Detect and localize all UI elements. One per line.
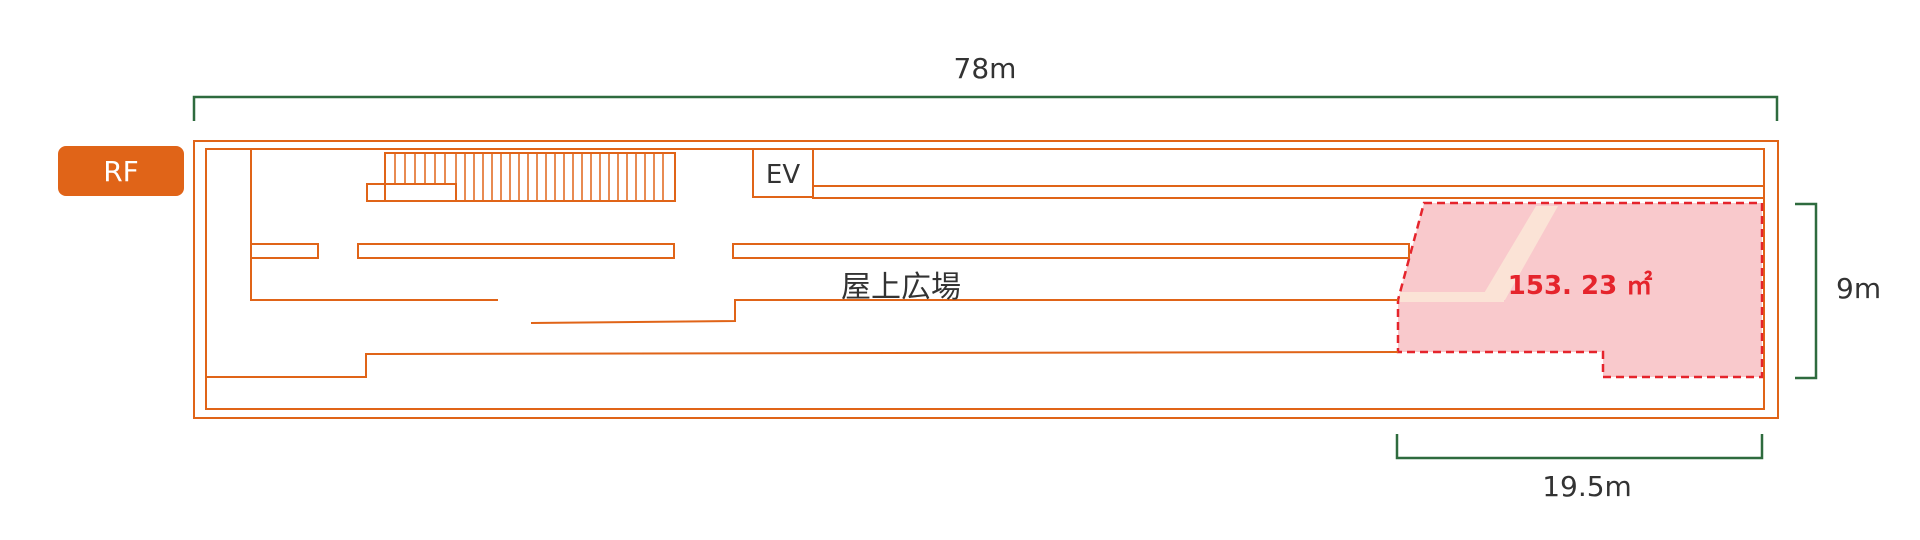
floor-badge: RF	[58, 146, 184, 196]
rooftop-plaza-label: 屋上広場	[841, 270, 961, 305]
elevator-box	[752, 148, 814, 198]
stairs	[384, 152, 676, 202]
area-width-label: 19.5m	[1542, 470, 1632, 503]
highlighted-area	[1396, 201, 1764, 379]
stair-landing	[366, 183, 457, 202]
total-width-label: 78m	[954, 52, 1017, 85]
highlighted-area-light-path	[1400, 292, 1504, 302]
building-outline	[193, 140, 1779, 419]
area-width-dimension	[1395, 434, 1764, 460]
depth-label: 9m	[1836, 272, 1881, 305]
elevator-label: EV	[766, 160, 800, 190]
area-value-label: 153. 23 ㎡	[1508, 270, 1652, 301]
total-width-dimension	[192, 95, 1779, 121]
highlighted-area-fill	[1396, 201, 1764, 379]
stair-treads	[394, 153, 664, 201]
highlighted-area-light-path	[1480, 206, 1558, 300]
depth-dimension	[1795, 202, 1818, 380]
interior-walls	[206, 148, 1764, 378]
floor-label: RF	[103, 154, 139, 188]
